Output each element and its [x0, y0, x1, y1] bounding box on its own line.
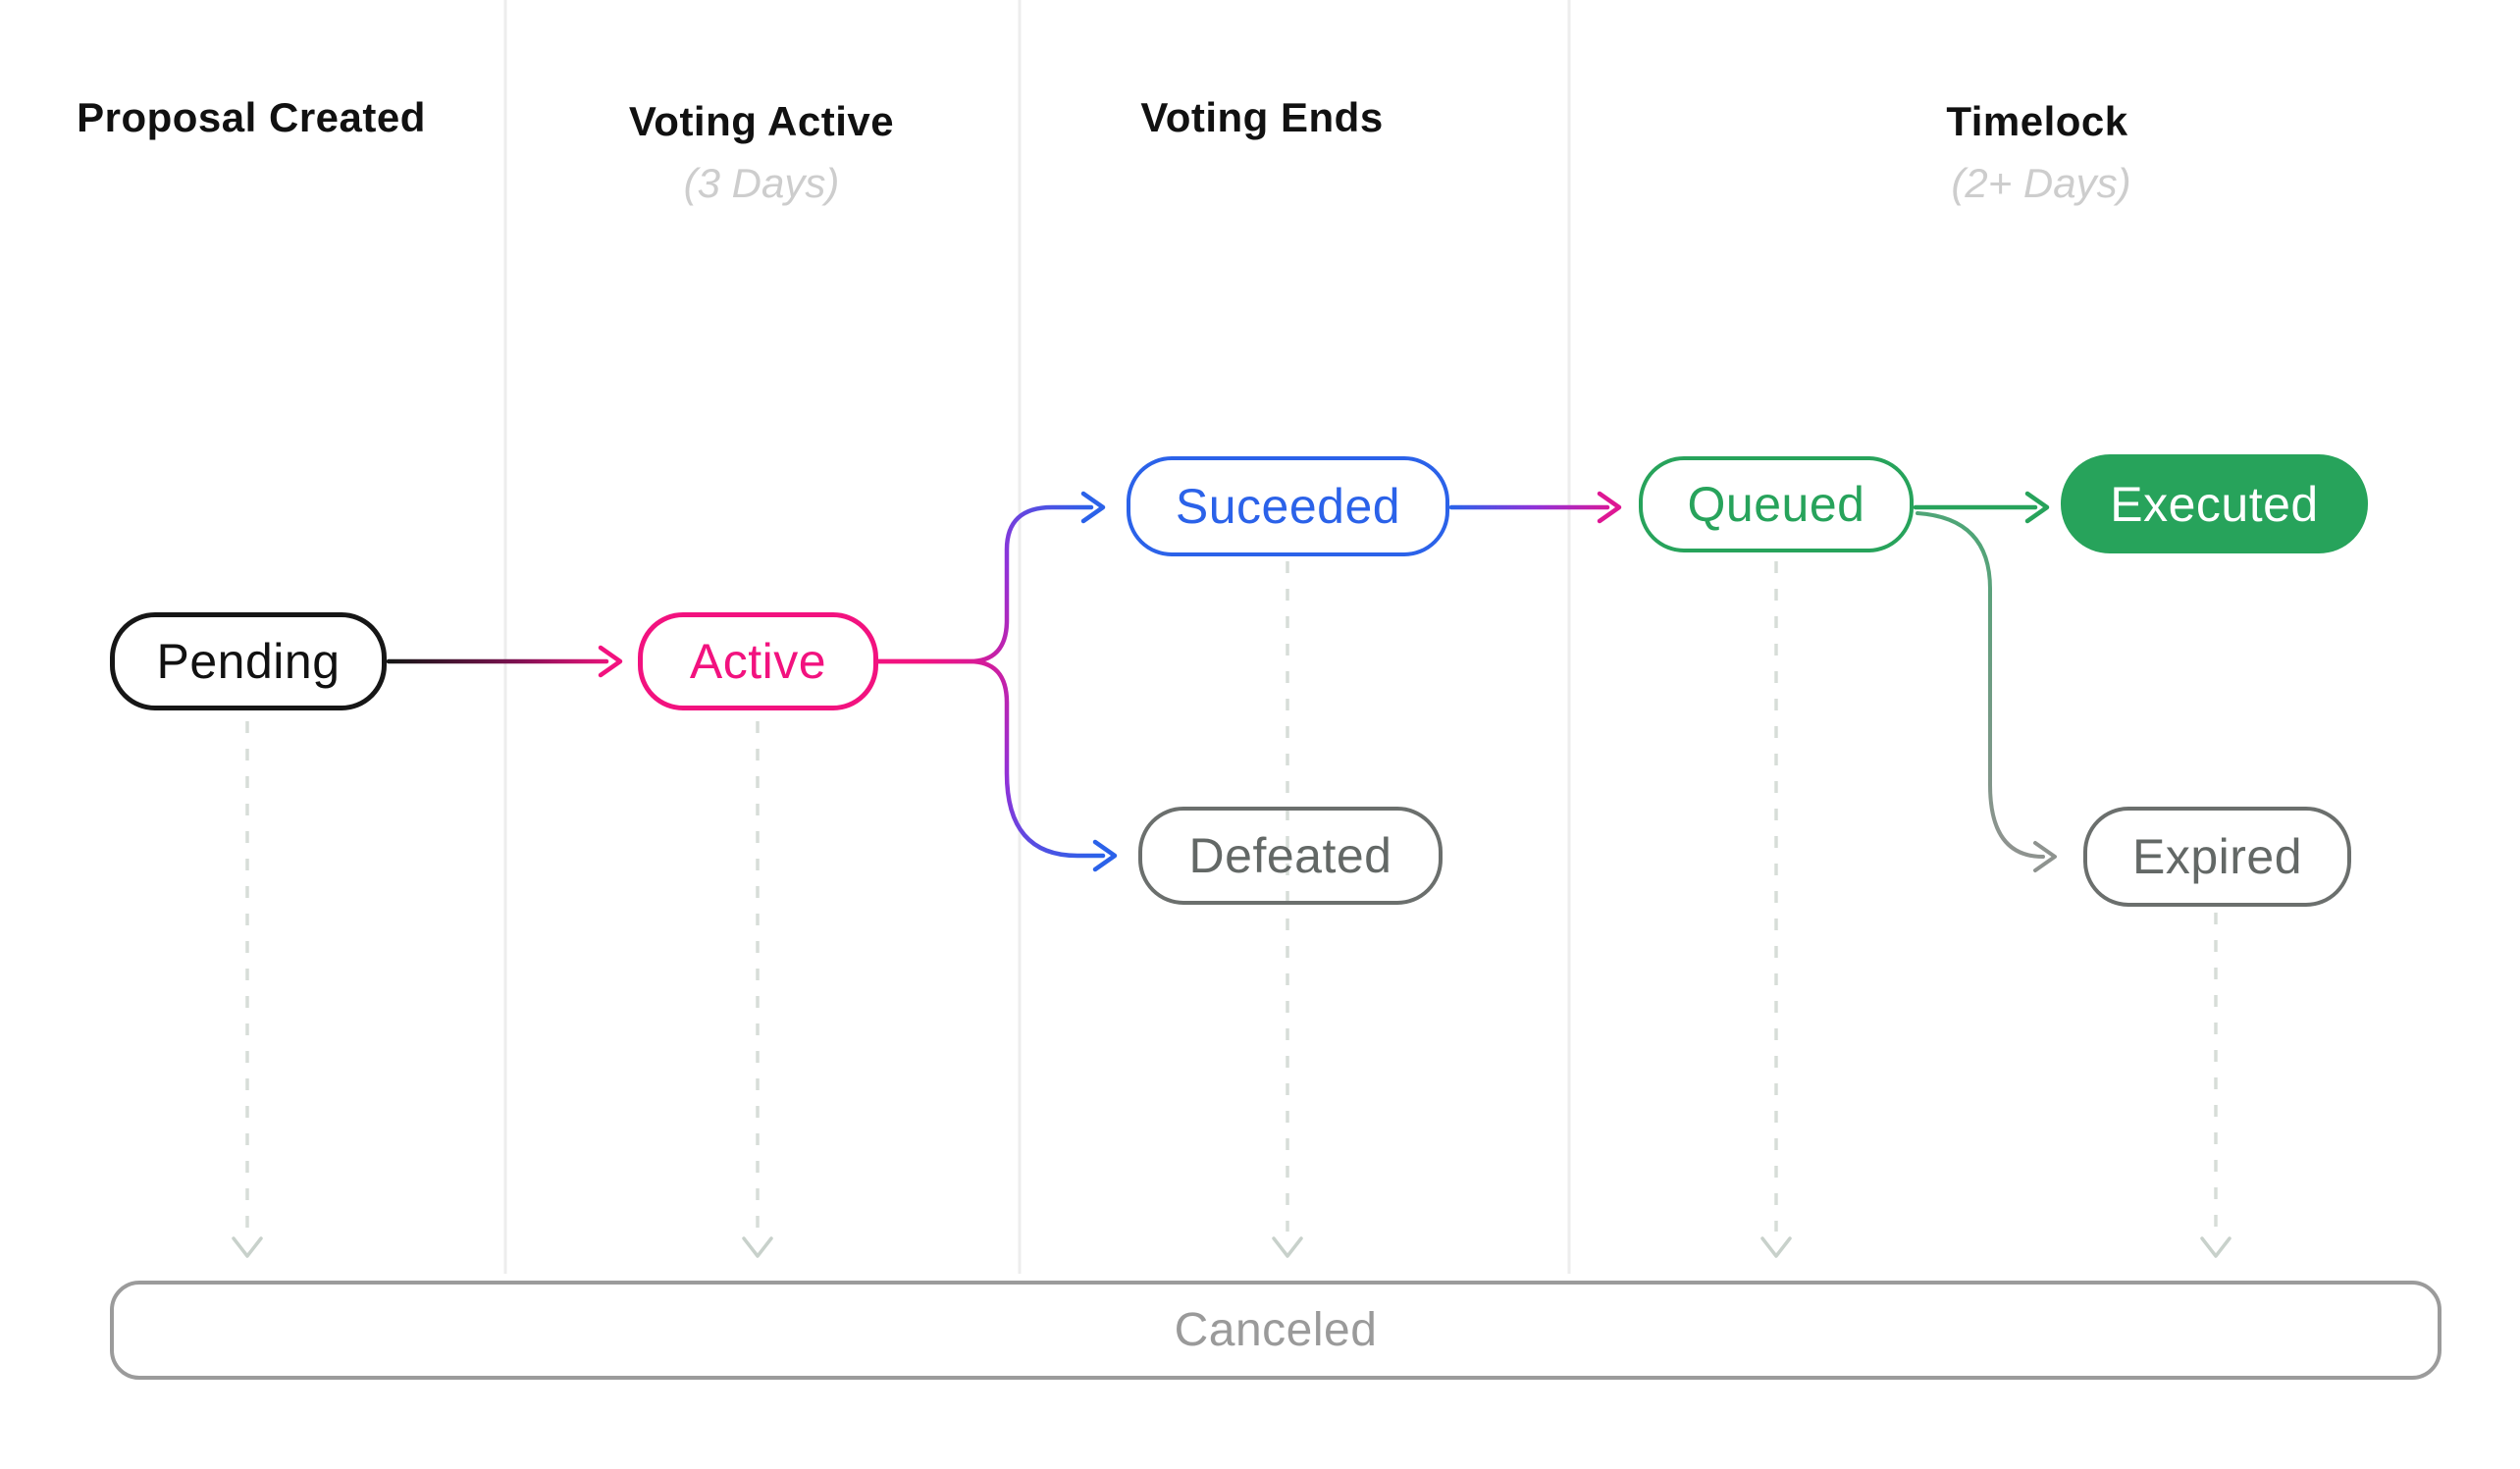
column-header-timelock: Timelock — [1946, 98, 2128, 144]
state-node-defeated: Defeated — [1138, 807, 1443, 905]
arrow-active-to-suceeded — [875, 504, 1094, 664]
state-node-expired: Expired — [2083, 807, 2351, 907]
column-separators — [503, 0, 1571, 1274]
column-header-voting-ends: Voting Ends — [1140, 94, 1384, 140]
state-label-pending: Pending — [156, 634, 341, 689]
state-node-queued: Queued — [1639, 456, 1914, 552]
arrowhead-icon — [2033, 841, 2057, 872]
chevron-down-icon — [1760, 1236, 1792, 1258]
state-label-defeated: Defeated — [1188, 828, 1392, 883]
arrowhead-icon — [1092, 839, 1118, 872]
arrowhead-icon — [2024, 491, 2050, 524]
state-label-queued: Queued — [1687, 477, 1865, 532]
state-label-executed: Executed — [2110, 476, 2319, 532]
chevron-down-icon — [742, 1236, 773, 1258]
chevron-down-icon — [1272, 1236, 1303, 1258]
state-node-canceled: Canceled — [110, 1281, 2441, 1380]
state-label-active: Active — [689, 634, 827, 689]
column-header-proposal-created: Proposal Created — [77, 94, 426, 140]
arrowhead-icon — [1080, 491, 1106, 524]
arrowhead-icon — [1597, 491, 1622, 524]
column-subheader-timelock: (2+ Days) — [1951, 160, 2131, 206]
arrowhead-icon — [598, 645, 623, 678]
chevron-down-icon — [2200, 1236, 2231, 1258]
column-subheader-voting-active: (3 Days) — [683, 160, 840, 206]
state-node-executed: Executed — [2061, 454, 2368, 553]
arrow-active-to-defeated — [875, 658, 1106, 859]
chevron-down-icon — [232, 1236, 263, 1258]
state-label-canceled: Canceled — [1174, 1304, 1378, 1356]
state-node-pending: Pending — [110, 612, 387, 710]
state-node-suceeded: Suceeded — [1127, 456, 1449, 556]
state-node-active: Active — [638, 612, 878, 710]
column-header-voting-active: Voting Active — [628, 98, 895, 144]
arrow-queued-to-expired — [1916, 511, 2045, 859]
cancel-dashed-lines — [245, 561, 2218, 1232]
state-label-suceeded: Suceeded — [1175, 479, 1401, 534]
cancel-chevrons — [232, 1236, 2231, 1258]
state-label-expired: Expired — [2131, 829, 2303, 884]
